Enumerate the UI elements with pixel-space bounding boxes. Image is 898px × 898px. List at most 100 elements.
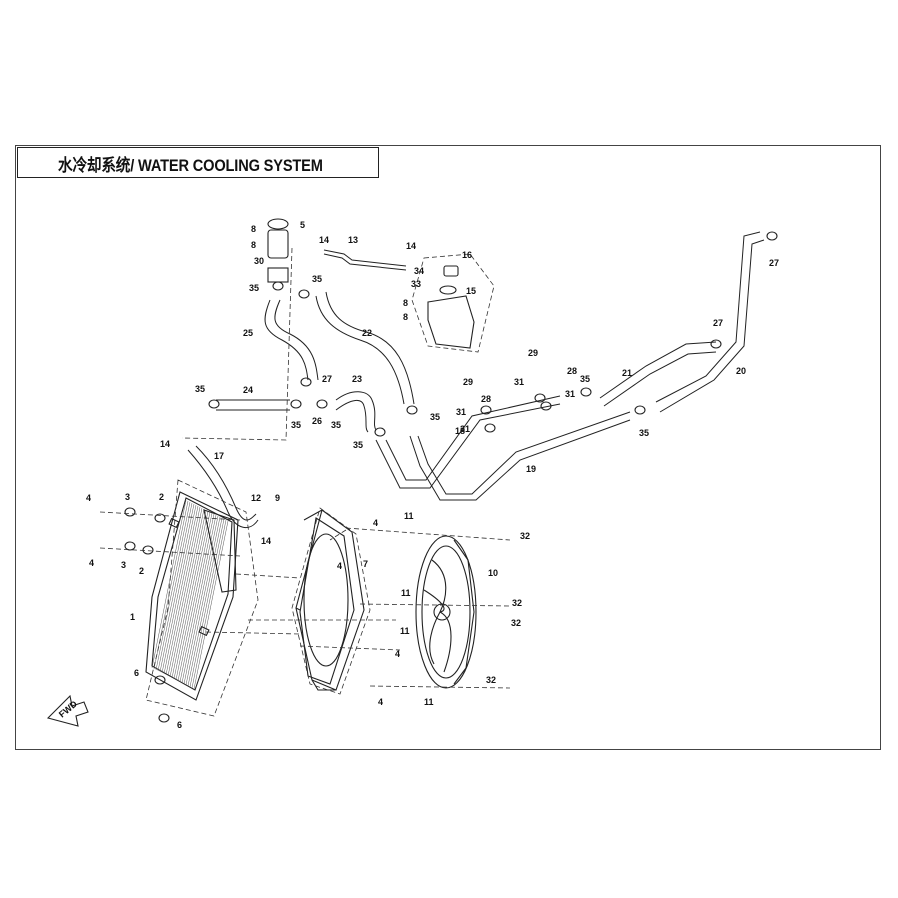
radiator-fin-line — [159, 503, 195, 673]
shroud-outline — [291, 507, 371, 695]
hose-clamp — [298, 289, 310, 299]
hose-clamp — [710, 339, 722, 349]
callout-label: 14 — [406, 241, 416, 251]
radiator-fin-line — [173, 510, 209, 680]
callout-label: 35 — [580, 374, 590, 384]
radiator-fin-line — [151, 499, 187, 669]
radiator-fin-line — [183, 515, 219, 685]
coolant-reservoir — [427, 265, 475, 349]
fan-shroud — [295, 509, 365, 691]
callout-label: 6 — [134, 668, 139, 678]
callout-label: 32 — [512, 598, 522, 608]
callout-label: 35 — [353, 440, 363, 450]
callout-label: 8 — [251, 240, 256, 250]
callout-label: 3 — [121, 560, 126, 570]
callout-label: 31 — [460, 424, 470, 434]
hose-clamp — [124, 541, 136, 551]
radiator-fin-line — [191, 519, 227, 689]
callout-label: 5 — [300, 220, 305, 230]
hose-clamp — [154, 513, 166, 523]
callout-label: 1 — [130, 612, 135, 622]
callout-label: 10 — [488, 568, 498, 578]
callout-label: 21 — [622, 368, 632, 378]
hose-clamp — [534, 393, 546, 403]
callout-label: 19 — [526, 464, 536, 474]
hose-clamp — [480, 405, 492, 415]
radiator-fin-line — [165, 506, 201, 676]
callout-label: 12 — [251, 493, 261, 503]
callout-label: 11 — [400, 626, 410, 636]
callout-label: 35 — [195, 384, 205, 394]
callout-label: 8 — [403, 312, 408, 322]
hose-clamp — [208, 399, 220, 409]
callout-label: 2 — [159, 492, 164, 502]
callout-label: 7 — [363, 559, 368, 569]
callout-label: 13 — [348, 235, 358, 245]
callout-label: 8 — [251, 224, 256, 234]
hose-routing — [187, 231, 765, 528]
callout-label: 35 — [249, 283, 259, 293]
radiator-fin-line — [167, 507, 203, 677]
callout-label: 9 — [275, 493, 280, 503]
hose-clamp — [540, 401, 552, 411]
callout-label: 4 — [373, 518, 378, 528]
callout-label: 22 — [362, 328, 372, 338]
callout-label: 31 — [456, 407, 466, 417]
callout-label: 27 — [769, 258, 779, 268]
callout-label: 32 — [486, 675, 496, 685]
hose-clamp — [272, 281, 284, 291]
radiator-fin-line — [153, 500, 189, 670]
callout-label: 3 — [125, 492, 130, 502]
callout-label: 4 — [86, 493, 91, 503]
fwd-arrow: FWD — [46, 694, 89, 727]
hose-clamp — [290, 399, 302, 409]
callout-label: 18 — [455, 426, 465, 436]
clamps — [124, 231, 778, 723]
mount-lines — [99, 511, 511, 689]
hose-clamp — [124, 507, 136, 517]
callout-label: 24 — [243, 385, 253, 395]
title-box — [17, 147, 379, 178]
hose-clamp — [580, 387, 592, 397]
callout-label: 11 — [401, 588, 411, 598]
callout-label: 11 — [404, 511, 414, 521]
diagram-title: 水冷却系统/ WATER COOLING SYSTEM — [58, 156, 323, 175]
callout-label: 16 — [462, 250, 472, 260]
callout-label: 35 — [430, 412, 440, 422]
hose-clamp — [300, 377, 312, 387]
callout-label: 31 — [565, 389, 575, 399]
radiator-fin-line — [185, 516, 221, 686]
callout-label: 6 — [177, 720, 182, 730]
callout-label: 2 — [139, 566, 144, 576]
filler-outline — [181, 247, 293, 441]
callout-label: 23 — [352, 374, 362, 384]
callout-label: 27 — [713, 318, 723, 328]
filler-neck — [267, 218, 289, 283]
callout-label: 26 — [312, 416, 322, 426]
reservoir-outline — [411, 253, 495, 353]
callout-label: 35 — [639, 428, 649, 438]
callout-label: 29 — [463, 377, 473, 387]
callout-label: 31 — [514, 377, 524, 387]
callout-label: 4 — [337, 561, 342, 571]
radiator-fin-line — [155, 501, 191, 671]
radiator-fin-line — [169, 508, 205, 678]
callout-label: 34 — [414, 266, 424, 276]
radiator-fin-line — [175, 511, 211, 681]
hose-clamp — [484, 423, 496, 433]
callout-label: 35 — [312, 274, 322, 284]
callout-label: 4 — [395, 649, 400, 659]
radiator-fin-line — [171, 509, 207, 679]
hose-clamp — [406, 405, 418, 415]
callout-label: 28 — [481, 394, 491, 404]
callout-label: 33 — [411, 279, 421, 289]
hose-clamp — [142, 545, 154, 555]
radiator-fin-line — [157, 502, 193, 672]
callout-label: 14 — [319, 235, 329, 245]
radiator-fin-line — [193, 520, 229, 690]
callout-label: 17 — [214, 451, 224, 461]
hose-clamp — [316, 399, 328, 409]
radiator-fin-line — [189, 518, 225, 688]
callout-label: 4 — [378, 697, 383, 707]
